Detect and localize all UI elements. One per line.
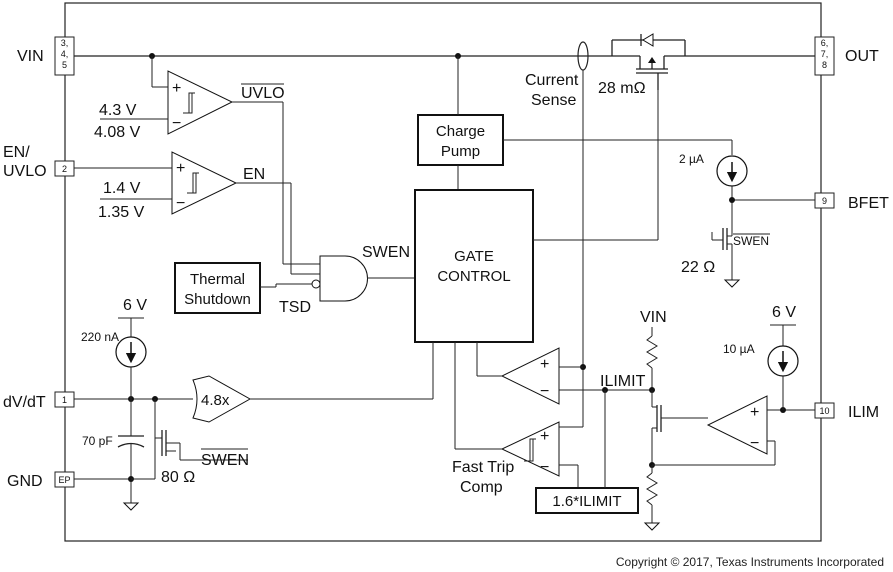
fast-trip-ref-block: 1.6*ILIMIT bbox=[535, 390, 639, 514]
svg-text:+: + bbox=[540, 428, 549, 445]
bfet-resistor-label: 22 Ω bbox=[681, 259, 715, 276]
ilim-supply-label: 6 V bbox=[772, 304, 796, 321]
en-comparator: + − 1.4 V 1.35 V EN bbox=[74, 151, 320, 275]
dvdt-supply-label: 6 V bbox=[123, 297, 147, 314]
pin-vin-label: VIN bbox=[17, 48, 44, 65]
svg-text:+: + bbox=[540, 356, 549, 373]
pin-vin: 3, 4, 5 VIN bbox=[17, 36, 75, 76]
fast-trip-label-2: Comp bbox=[460, 479, 503, 496]
current-limit-amplifier: + − ILIMIT bbox=[476, 342, 652, 405]
pin-uvlo-label: UVLO bbox=[3, 163, 47, 180]
svg-text:1: 1 bbox=[62, 395, 67, 405]
pin-bfet: 9 BFET bbox=[814, 192, 889, 212]
pin-en-uvlo: 2 EN/ UVLO bbox=[3, 144, 75, 180]
svg-text:5: 5 bbox=[62, 60, 67, 70]
svg-text:−: − bbox=[750, 435, 759, 452]
uvlo-comparator: + − 4.3 V 4.08 V UVLO bbox=[94, 56, 320, 265]
dvdt-resistor-label: 80 Ω bbox=[161, 469, 195, 486]
svg-text:Charge: Charge bbox=[436, 123, 485, 140]
tsd-label: TSD bbox=[279, 299, 311, 316]
pin-ilim-label: ILIM bbox=[848, 404, 879, 421]
ilim-current-label: 10 µA bbox=[723, 342, 755, 356]
svg-text:+: + bbox=[176, 160, 185, 177]
ic-outline bbox=[64, 2, 822, 542]
ilim-circuit: VIN + − 6 V 10 µA bbox=[640, 304, 815, 531]
and-gate: SWEN bbox=[311, 244, 415, 302]
uvlo-rising-threshold: 4.3 V bbox=[99, 102, 137, 119]
pass-fet: 28 mΩ bbox=[592, 33, 703, 97]
pin-ilim: 10 ILIM bbox=[814, 402, 879, 421]
dvdt-circuit: 6 V 220 nA 70 pF SWEN 80 Ω 4.8x bbox=[74, 297, 434, 511]
fast-trip-comparator: + − Fast Trip Comp bbox=[452, 342, 583, 496]
svg-text:2: 2 bbox=[62, 164, 67, 174]
svg-text:1.6*ILIMIT: 1.6*ILIMIT bbox=[552, 493, 621, 510]
pin-dvdt: 1 dV/dT bbox=[3, 391, 75, 411]
en-signal-label: EN bbox=[243, 166, 265, 183]
amp-gain-label: 4.8x bbox=[201, 392, 230, 409]
svg-text:GATE: GATE bbox=[454, 248, 494, 265]
bfet-circuit: 2 µA SWEN 22 Ω bbox=[679, 152, 815, 288]
swen-label: SWEN bbox=[362, 244, 410, 261]
pin-out: 6, 7, 8 OUT bbox=[814, 36, 879, 76]
copyright-text: Copyright © 2017, Texas Instruments Inco… bbox=[616, 555, 884, 569]
bfet-swen-label: SWEN bbox=[733, 234, 769, 248]
svg-text:Pump: Pump bbox=[441, 143, 480, 160]
pin-gnd: EP GND bbox=[7, 471, 75, 490]
svg-text:+: + bbox=[750, 404, 759, 421]
svg-text:8: 8 bbox=[822, 60, 827, 70]
pin-out-label: OUT bbox=[845, 48, 879, 65]
svg-text:7,: 7, bbox=[821, 49, 829, 59]
svg-text:−: − bbox=[540, 459, 549, 476]
svg-text:6,: 6, bbox=[821, 38, 829, 48]
pin-dvdt-label: dV/dT bbox=[3, 394, 46, 411]
bfet-current-label: 2 µA bbox=[679, 152, 704, 166]
current-sense-label-2: Sense bbox=[531, 92, 576, 109]
ilim-vin-label: VIN bbox=[640, 309, 667, 326]
thermal-shutdown-block: Thermal Shutdown TSD bbox=[174, 262, 312, 316]
pin-gnd-label: GND bbox=[7, 473, 43, 490]
svg-text:Thermal: Thermal bbox=[190, 271, 245, 288]
en-rising-threshold: 1.4 V bbox=[103, 180, 141, 197]
current-sense-wire bbox=[580, 70, 586, 427]
svg-text:4,: 4, bbox=[61, 49, 69, 59]
svg-text:10: 10 bbox=[819, 406, 829, 416]
en-falling-threshold: 1.35 V bbox=[98, 204, 145, 221]
charge-pump-block: Charge Pump bbox=[417, 56, 733, 190]
svg-text:3,: 3, bbox=[61, 38, 69, 48]
svg-text:CONTROL: CONTROL bbox=[437, 268, 510, 285]
svg-text:−: − bbox=[172, 115, 181, 132]
current-sense-label-1: Current bbox=[525, 72, 579, 89]
svg-text:Shutdown: Shutdown bbox=[184, 291, 251, 308]
ilimit-label: ILIMIT bbox=[600, 373, 646, 390]
svg-text:−: − bbox=[540, 383, 549, 400]
pin-bfet-label: BFET bbox=[848, 195, 889, 212]
gate-control-block: GATE CONTROL bbox=[414, 90, 659, 343]
dvdt-cap-label: 70 pF bbox=[82, 434, 113, 448]
dvdt-current-label: 220 nA bbox=[81, 330, 119, 344]
svg-text:9: 9 bbox=[822, 196, 827, 206]
uvlo-signal-label: UVLO bbox=[241, 85, 285, 102]
svg-text:EP: EP bbox=[58, 475, 70, 485]
pin-en-label: EN/ bbox=[3, 144, 30, 161]
uvlo-falling-threshold: 4.08 V bbox=[94, 124, 141, 141]
svg-text:−: − bbox=[176, 195, 185, 212]
fast-trip-label-1: Fast Trip bbox=[452, 459, 514, 476]
rdson-label: 28 mΩ bbox=[598, 80, 646, 97]
dvdt-swen-label: SWEN bbox=[201, 452, 249, 469]
svg-text:+: + bbox=[172, 80, 181, 97]
